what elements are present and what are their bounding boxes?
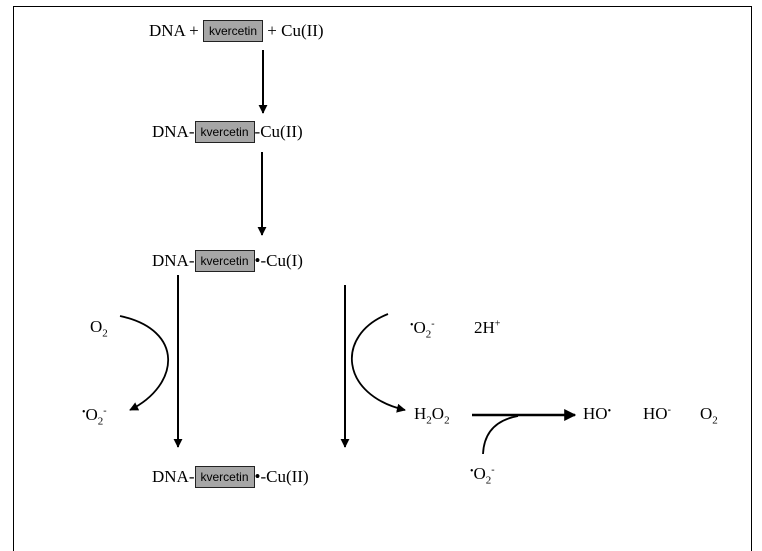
copper-label: -Cu(II) — [254, 122, 303, 141]
kvercetin-box: kvercetin — [194, 466, 255, 489]
radical-dot: • — [254, 251, 261, 270]
dna-label: DNA- — [152, 122, 195, 141]
oxygen-label: O2 — [90, 317, 108, 340]
superoxide-label: •O2- — [470, 464, 495, 487]
curve-bottom-superoxide — [482, 415, 519, 455]
hydroxide-label: HO- — [643, 404, 671, 423]
radical-dot: • — [254, 467, 261, 486]
superoxide-label: •O2- — [82, 405, 107, 428]
proton-label: 2H+ — [474, 318, 501, 337]
oxygen-product-label: O2 — [700, 404, 718, 427]
reduced-complex-row: DNA-kvercetin•-Cu(I) — [152, 250, 303, 273]
diagram-frame — [13, 6, 752, 551]
dna-label: DNA- — [152, 251, 195, 270]
reactants-row: DNA + kvercetin + Cu(II) — [149, 20, 324, 43]
kvercetin-box: kvercetin — [194, 250, 255, 273]
kvercetin-box: kvercetin — [194, 121, 255, 144]
complex-row: DNA-kvercetin-Cu(II) — [152, 121, 303, 144]
copper-label: + Cu(II) — [263, 21, 324, 40]
hydroxyl-radical-label: HO• — [583, 404, 612, 423]
copper-label: -Cu(II) — [260, 467, 309, 486]
product-complex-row: DNA-kvercetin•-Cu(II) — [152, 466, 309, 489]
copper-label: -Cu(I) — [260, 251, 303, 270]
dna-label: DNA + — [149, 21, 203, 40]
superoxide-label: •O2- — [410, 318, 435, 341]
dna-label: DNA- — [152, 467, 195, 486]
kvercetin-box: kvercetin — [202, 20, 264, 43]
curve-o2-to-superoxide — [119, 315, 170, 411]
curve-superoxide-to-h2o2 — [351, 313, 406, 413]
hydrogen-peroxide-label: H2O2 — [414, 404, 450, 427]
